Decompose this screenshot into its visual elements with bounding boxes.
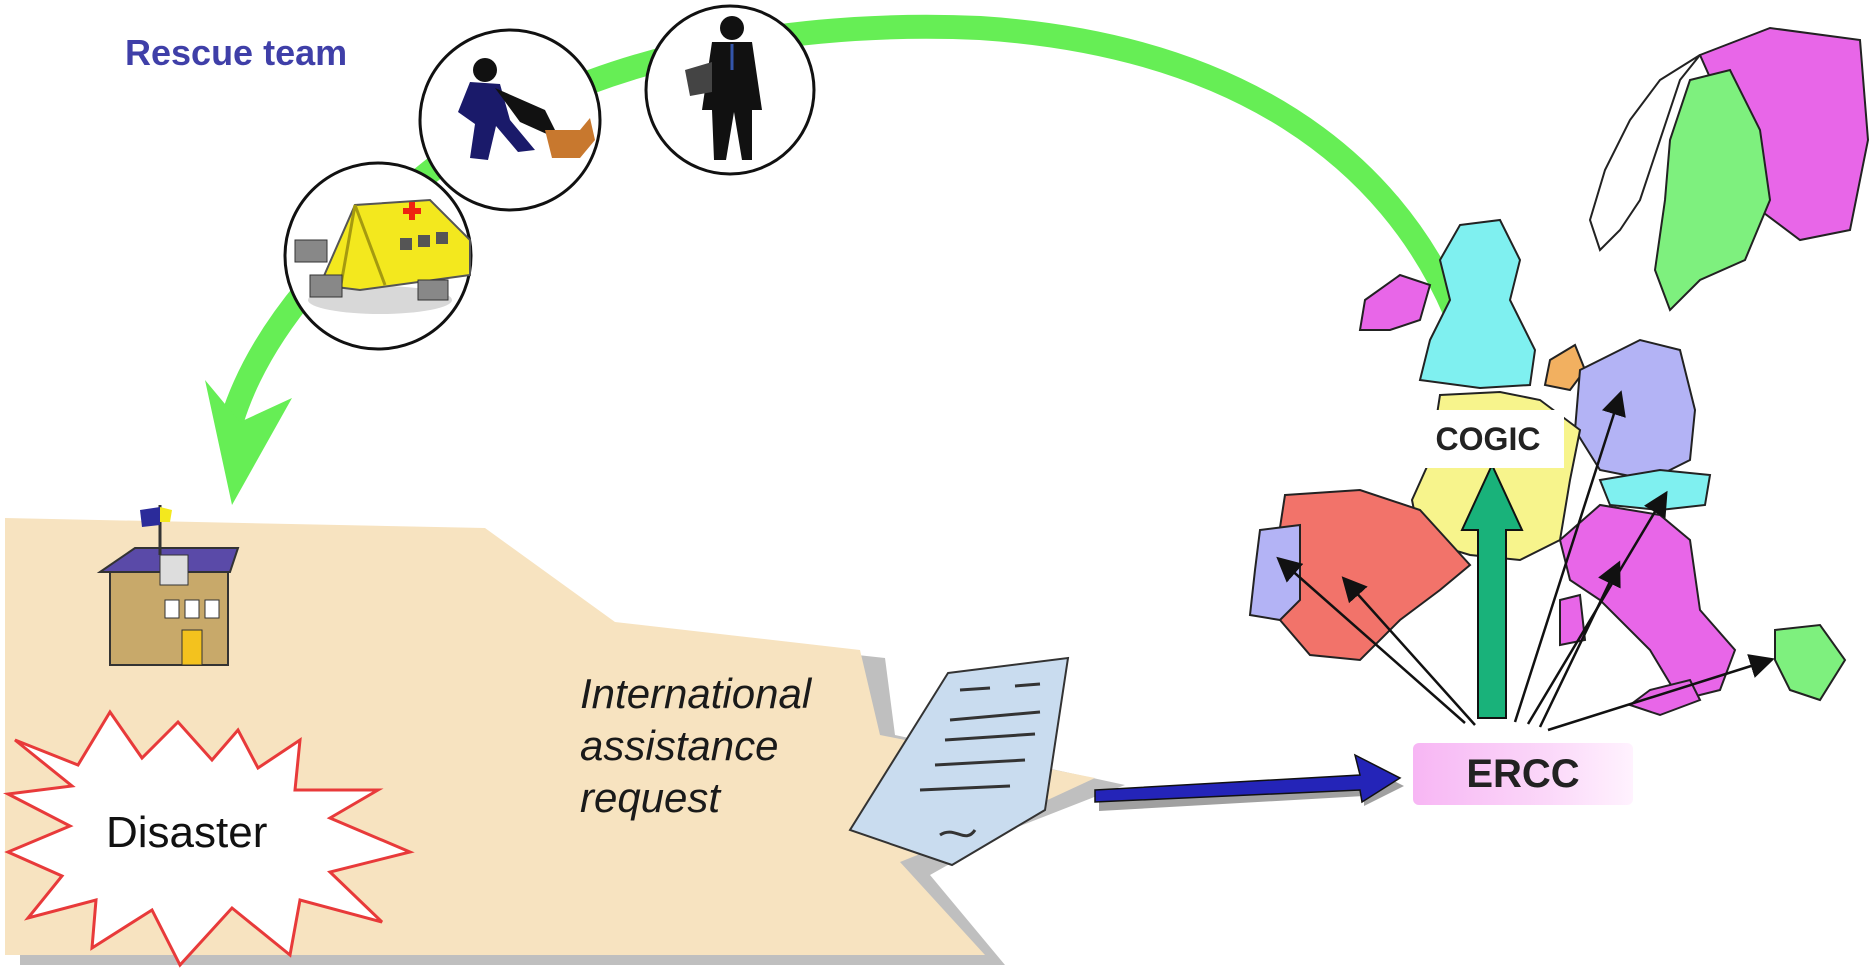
- europe-map: [1248, 26, 1870, 717]
- official-person-icon: [644, 4, 816, 176]
- rescuer-with-dog-icon: [418, 28, 602, 212]
- assistance-request-label: International assistance request: [580, 668, 811, 824]
- disaster-label: Disaster: [106, 808, 268, 857]
- school-building-icon: [96, 505, 240, 666]
- disaster-burst: [3, 709, 415, 968]
- document-icon: [848, 656, 1070, 867]
- ercc-label: ERCC: [1413, 743, 1633, 805]
- cogic-label: COGIC: [1412, 410, 1564, 468]
- cogic-arrow: [1460, 462, 1524, 719]
- rescue-team-label: Rescue team: [125, 32, 348, 73]
- request-line-3: request: [580, 774, 721, 821]
- request-line-2: assistance: [580, 722, 779, 769]
- request-line-1: International: [580, 670, 812, 717]
- request-arrow: [1094, 753, 1404, 811]
- distribution-arrows: [1276, 390, 1775, 732]
- tent-icon: [283, 161, 473, 351]
